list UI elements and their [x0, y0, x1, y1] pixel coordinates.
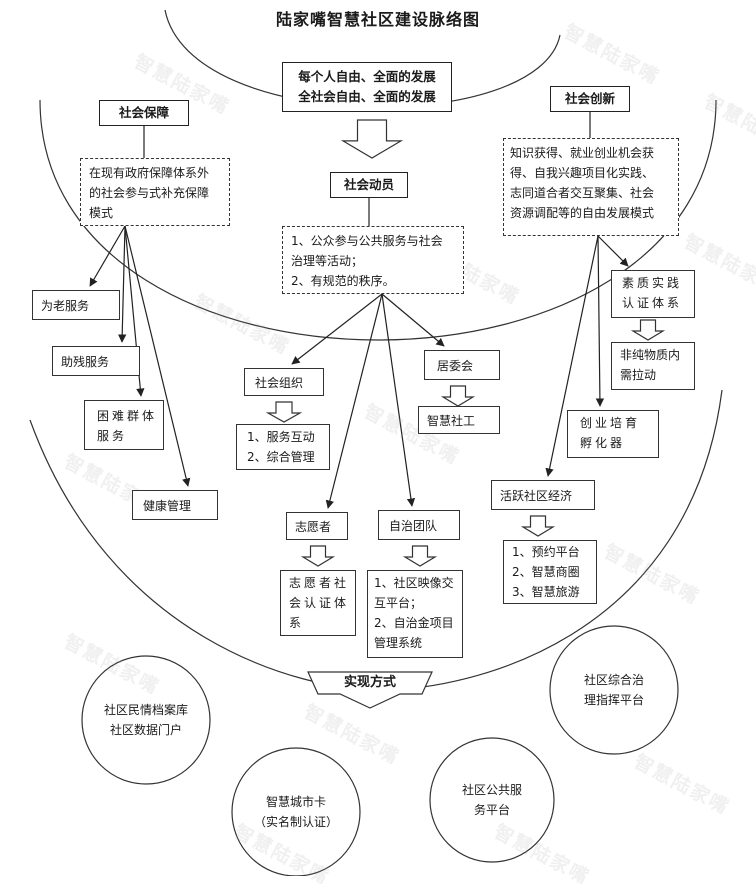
arrow-to-incubator [595, 235, 605, 407]
autonomy-desc-box-line: 互平台； [374, 596, 423, 610]
service-health: 健康管理 [132, 490, 218, 520]
social-innovation-heading: 社会创新 [550, 86, 630, 112]
circle-public-service [429, 737, 555, 863]
arrow-to-social-org [291, 293, 383, 365]
circle-smart-city-card-line: 智慧城市卡 [265, 795, 326, 809]
arrow-to-economy [545, 235, 599, 477]
circle-community-archive [81, 655, 211, 785]
economy-desc-box: 1、预约平台 2、智慧商圈 3、智慧旅游 [503, 540, 597, 604]
volunteer-arrow [300, 545, 336, 567]
social-security-desc-line: 模式 [89, 206, 114, 220]
quality-arrow [630, 319, 666, 341]
social-org-desc-line: 1、服务互动 [247, 430, 315, 444]
inner-need-box: 非纯物质内需拉动 [611, 342, 695, 390]
autonomy-arrow [402, 545, 438, 567]
social-security-heading: 社会保障 [99, 100, 189, 126]
social-mobilization-desc-line: 1、公众参与公共服务与社会 [291, 234, 443, 248]
social-security-desc: 在现有政府保障体系外的社会参与式补充保障模式 [80, 158, 230, 226]
volunteer-cert-box: 志愿者社会认证体系 [280, 570, 356, 636]
arrow-to-volunteer [325, 293, 383, 509]
service-needy-line: 服务 [97, 429, 128, 443]
circle-governance-platform-line: 理指挥平台 [583, 693, 644, 707]
circle-governance-platform [549, 625, 679, 755]
volunteer-cert-box-line: 会认证体 [289, 596, 350, 610]
social-innovation-desc: 知识获得、就业创业机会获得、自我兴趣项目化实践、志同道合者交互聚集、社会资源调配… [503, 138, 679, 236]
circle-public-service-text: 社区公共服务平台 [430, 780, 554, 820]
autonomy-desc-box-line: 1、社区映像交 [374, 576, 454, 590]
social-innovation-desc-line: 资源调配等的自由发展模式 [510, 206, 655, 220]
service-disabled: 助残服务 [52, 346, 140, 376]
circle-public-service-line: 社区公共服 [461, 783, 522, 797]
volunteer-cert-box-line: 系 [289, 616, 305, 630]
circle-community-archive-line: 社区民情档案库 [103, 703, 188, 717]
realization-arrow-shape [307, 671, 433, 709]
neighborhood-arrow [440, 385, 476, 407]
volunteer-box: 志愿者 [286, 512, 348, 540]
social-security-desc-line: 在现有政府保障体系外 [89, 166, 210, 180]
inner-need-box-line: 非纯物质内 [620, 348, 681, 362]
circle-smart-city-card [231, 747, 361, 876]
social-innovation-desc-line: 知识获得、就业创业机会获 [510, 146, 655, 160]
social-org-box: 社会组织 [244, 368, 324, 396]
incubator-box-line: 创业培育 [580, 416, 641, 430]
autonomy-desc-box-line: 2、自治金项目 [374, 616, 454, 630]
circle-governance-platform-text: 社区综合治理指挥平台 [550, 670, 678, 710]
arrow-to-disabled [117, 225, 127, 343]
arrow-to-quality [597, 235, 629, 267]
volunteer-cert-box-line: 志愿者社 [289, 576, 350, 590]
circle-community-archive-line: 社区数据门户 [109, 723, 182, 737]
incubator-box-line: 孵化器 [580, 436, 626, 450]
service-needy: 困难群体服务 [84, 400, 164, 450]
circle-smart-city-card-text: 智慧城市卡 （实名制认证） [232, 792, 360, 832]
arrow-to-health [124, 225, 191, 487]
circle-public-service-line: 务平台 [473, 803, 510, 817]
circle-governance-platform-line: 社区综合治 [583, 673, 644, 687]
circle-smart-city-card-line: （实名制认证） [253, 815, 338, 829]
quality-cert-box: 素质实践认证体系 [611, 270, 695, 318]
social-org-arrow [265, 401, 303, 423]
social-innovation-desc-line: 志同道合者交互聚集、社会 [510, 186, 655, 200]
core-goal-box-line: 全社会自由、全面的发展 [298, 89, 436, 104]
core-goal-box-line: 每个人自由、全面的发展 [298, 69, 436, 84]
arrow-to-elderly [89, 225, 126, 287]
neighborhood-box: 居委会 [424, 350, 500, 380]
service-elderly: 为老服务 [32, 290, 120, 320]
service-needy-line: 困难群体 [97, 409, 158, 423]
circle-community-archive-text: 社区民情档案库社区数据门户 [82, 700, 210, 740]
social-innovation-desc-line: 得、自我兴趣项目化实践、 [510, 166, 655, 180]
social-mobilization-desc-line: 2、有规范的秩序。 [291, 274, 395, 288]
social-mobilization-desc-line: 治理等活动； [291, 254, 364, 268]
arrow-to-autonomy [381, 293, 416, 507]
economy-arrow [520, 515, 556, 537]
smart-social-worker-box: 智慧社工 [418, 406, 500, 434]
inner-need-box-line: 需拉动 [620, 368, 657, 382]
economy-desc-box-line: 3、智慧旅游 [512, 585, 580, 599]
economy-desc-box-line: 2、智慧商圈 [512, 565, 580, 579]
autonomy-team-box: 自治团队 [378, 510, 460, 540]
diagram-title: 陆家嘴智慧社区建设脉络图 [275, 10, 480, 29]
arrow-to-neighborhood [381, 293, 445, 347]
quality-cert-box-line: 素质实践 [622, 276, 683, 290]
core-goal-box: 每个人自由、全面的发展全社会自由、全面的发展 [282, 62, 452, 112]
social-mobilization-heading: 社会动员 [330, 172, 408, 198]
social-org-desc: 1、服务互动 2、综合管理 [236, 424, 330, 470]
social-mobilization-desc: 1、公众参与公共服务与社会治理等活动； 2、有规范的秩序。 [282, 226, 464, 294]
social-security-desc-line: 的社会参与式补充保障 [89, 186, 210, 200]
autonomy-desc-box-line: 管理系统 [374, 636, 423, 650]
core-to-mobilization-arrow [340, 119, 404, 159]
social-org-desc-line: 2、综合管理 [247, 450, 315, 464]
realization-heading: 实现方式 [343, 675, 396, 690]
economy-desc-box-line: 1、预约平台 [512, 545, 580, 559]
incubator-box: 创业培育孵化器 [567, 410, 659, 458]
quality-cert-box-line: 认证体系 [622, 296, 683, 310]
autonomy-desc-box: 1、社区映像交互平台； 2、自治金项目管理系统 [367, 570, 463, 658]
active-economy-box: 活跃社区经济 [491, 480, 595, 510]
